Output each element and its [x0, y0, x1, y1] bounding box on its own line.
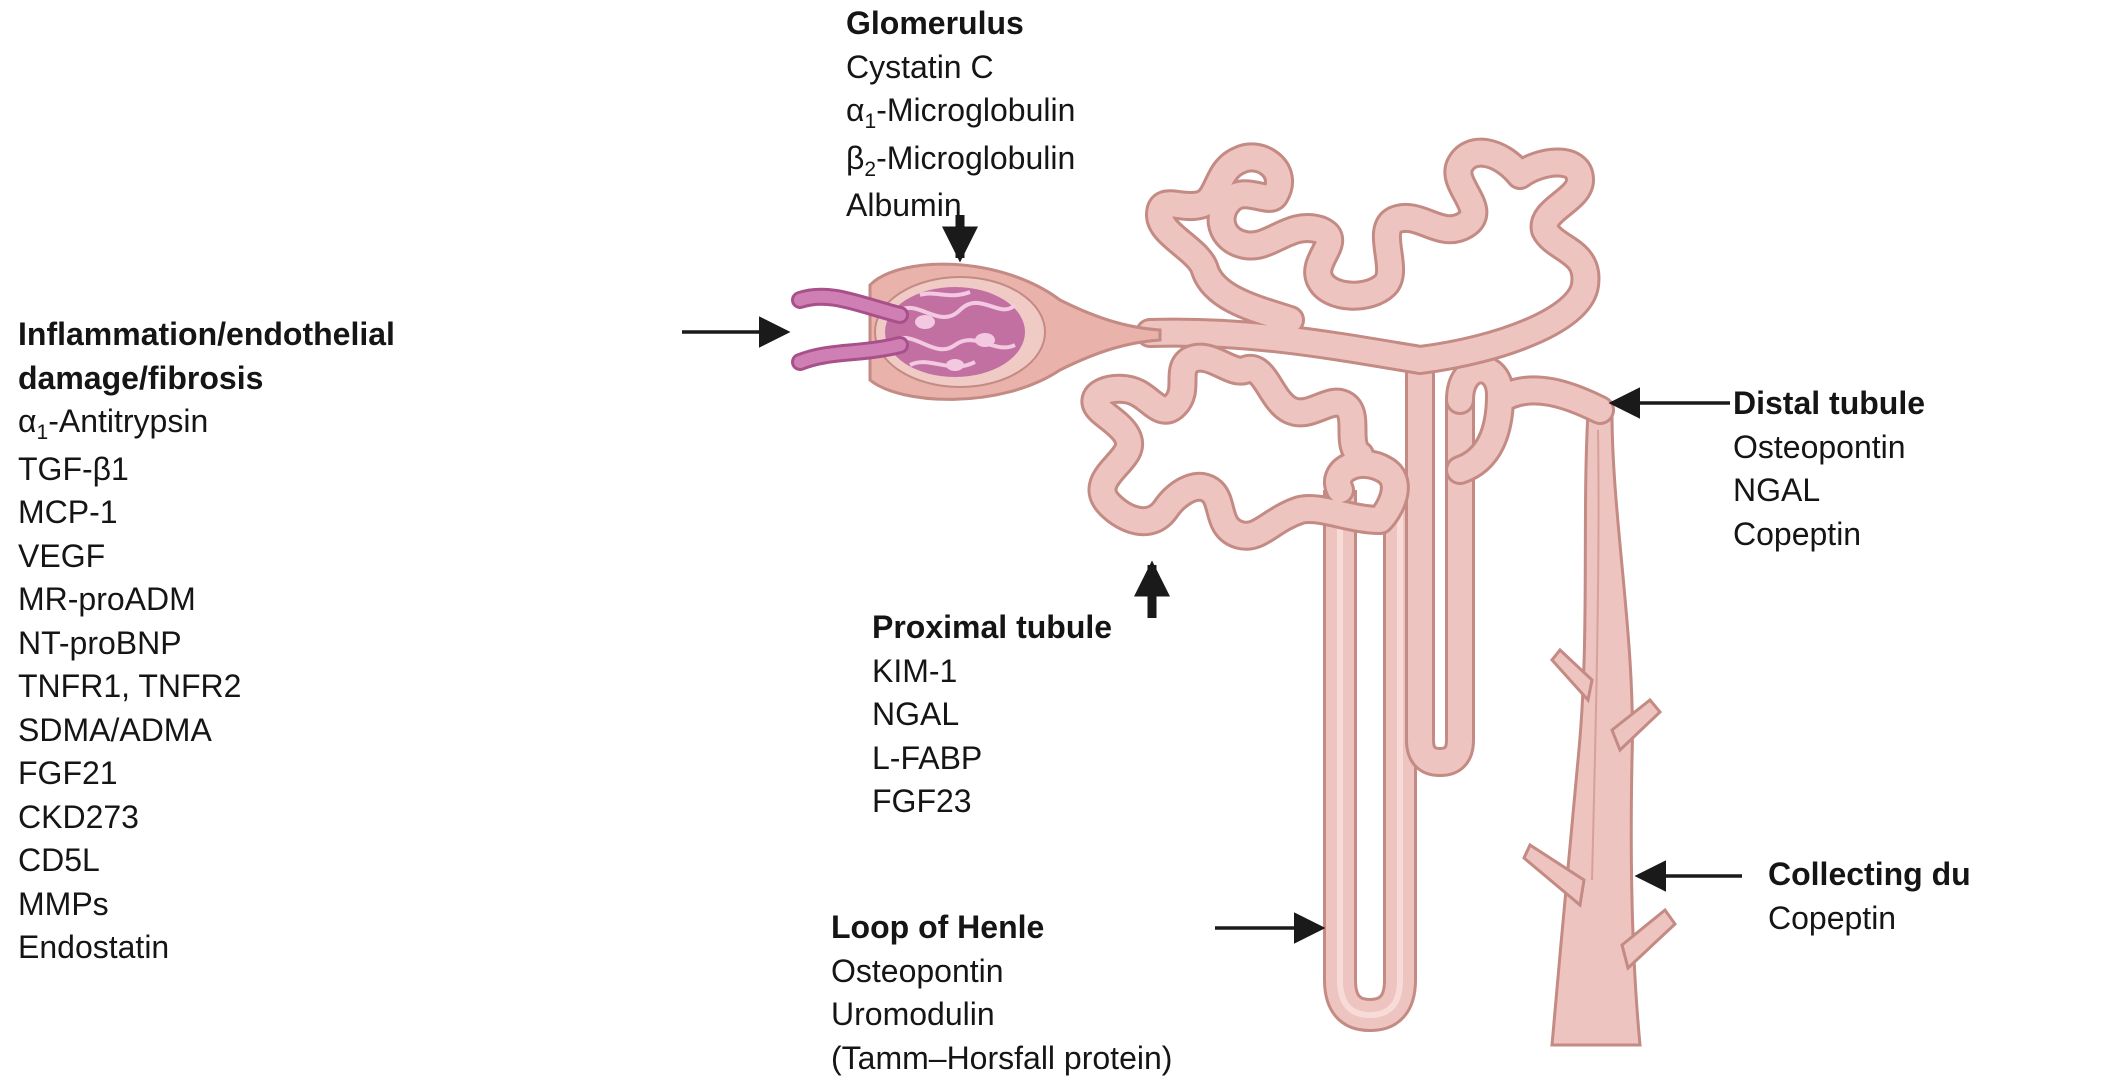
inflammation-marker: TNFR1, TNFR2 [18, 665, 395, 709]
inflammation-marker: MMPs [18, 883, 395, 927]
proximal-convolution-lower [1095, 358, 1394, 536]
proximal-marker: L-FABP [872, 737, 1112, 781]
inflammation-heading-line1: Inflammation/endothelial [18, 313, 395, 357]
distal-marker: NGAL [1733, 469, 1925, 513]
inflammation-label: Inflammation/endothelial damage/fibrosis… [18, 313, 395, 970]
distal-convolution [1460, 369, 1600, 470]
proximal-marker: KIM-1 [872, 650, 1112, 694]
collecting-label: Collecting du Copeptin [1768, 853, 1971, 940]
inflammation-marker: CD5L [18, 839, 395, 883]
inflammation-marker: SDMA/ADMA [18, 709, 395, 753]
inflammation-marker: TGF-β1 [18, 448, 395, 492]
inflammation-marker: MR-proADM [18, 578, 395, 622]
collecting-marker: Copeptin [1768, 897, 1971, 941]
proximal-heading: Proximal tubule [872, 606, 1112, 650]
loop-marker: Uromodulin [831, 993, 1172, 1037]
proximal-convolution-upper [1150, 153, 1585, 360]
marker-alpha1-microglobulin: α1-Microglobulin [846, 89, 1075, 137]
distal-label: Distal tubule Osteopontin NGAL Copeptin [1733, 382, 1925, 556]
proximal-label: Proximal tubule KIM-1 NGAL L-FABP FGF23 [872, 606, 1112, 824]
inflammation-marker: NT-proBNP [18, 622, 395, 666]
inflammation-marker: Endostatin [18, 926, 395, 970]
glomerulus-heading: Glomerulus [846, 2, 1075, 46]
distal-heading: Distal tubule [1733, 382, 1925, 426]
collecting-heading: Collecting du [1768, 853, 1971, 897]
inflammation-marker: FGF21 [18, 752, 395, 796]
marker-cystatin-c: Cystatin C [846, 46, 1075, 90]
loop-marker: Osteopontin [831, 950, 1172, 994]
distal-marker: Copeptin [1733, 513, 1925, 557]
loop-heading: Loop of Henle [831, 906, 1172, 950]
marker-beta2-microglobulin: β2-Microglobulin [846, 137, 1075, 185]
loop-marker: (Tamm–Horsfall protein) [831, 1037, 1172, 1080]
proximal-marker: FGF23 [872, 780, 1112, 824]
glomerulus-label: Glomerulus Cystatin C α1-Microglobulin β… [846, 2, 1075, 228]
collecting-duct [1524, 412, 1675, 1045]
marker-alpha1-antitrypsin: α1-Antitrypsin [18, 400, 395, 448]
marker-albumin: Albumin [846, 184, 1075, 228]
glomerular-tuft [885, 287, 1025, 377]
inflammation-marker: MCP-1 [18, 491, 395, 535]
inflammation-marker: CKD273 [18, 796, 395, 840]
inflammation-marker: VEGF [18, 535, 395, 579]
inflammation-heading-line2: damage/fibrosis [18, 357, 395, 401]
distal-marker: Osteopontin [1733, 426, 1925, 470]
loop-label: Loop of Henle Osteopontin Uromodulin (Ta… [831, 906, 1172, 1080]
proximal-marker: NGAL [872, 693, 1112, 737]
